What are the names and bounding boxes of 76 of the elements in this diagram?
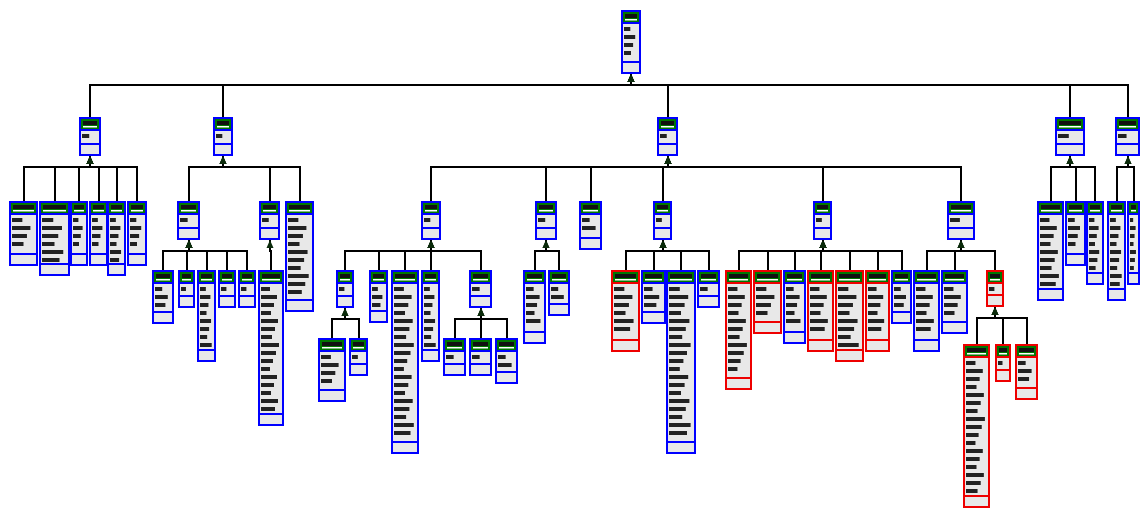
class-box	[421, 201, 441, 240]
generalization-arrow	[341, 307, 360, 339]
class-box	[197, 270, 216, 362]
class-box	[443, 338, 466, 376]
generalization-arrow	[819, 239, 903, 271]
class-box	[753, 270, 782, 334]
class-box	[469, 338, 492, 376]
generalization-arrow	[664, 155, 962, 202]
generalization-arrow	[1124, 155, 1135, 202]
class-box	[653, 201, 672, 240]
class-box	[107, 201, 126, 276]
class-box	[835, 270, 864, 362]
generalization-arrow	[957, 239, 996, 271]
class-box	[421, 270, 440, 362]
class-box	[865, 270, 890, 352]
class-box	[259, 201, 280, 240]
class-box	[548, 270, 570, 316]
class-box	[213, 117, 233, 156]
class-box	[725, 270, 752, 390]
generalization-arrow	[219, 155, 301, 202]
class-box	[469, 270, 492, 308]
class-box	[495, 338, 518, 384]
class-box	[70, 201, 88, 266]
class-box	[1055, 117, 1085, 156]
generalization-arrow	[266, 239, 274, 271]
class-box	[579, 201, 602, 250]
class-box	[1065, 201, 1086, 266]
generalization-arrow	[427, 239, 482, 271]
class-box	[641, 270, 666, 324]
generalization-arrow	[991, 306, 1028, 345]
class-box	[336, 270, 354, 308]
class-box	[697, 270, 720, 308]
class-box	[369, 270, 388, 323]
class-box	[391, 270, 419, 454]
class-box	[127, 201, 147, 266]
class-box	[218, 270, 236, 308]
class-box	[941, 270, 968, 334]
class-box	[1086, 201, 1104, 285]
class-box	[1107, 201, 1126, 301]
generalization-arrow	[1066, 155, 1096, 202]
class-box	[891, 270, 912, 324]
class-box	[258, 270, 284, 426]
class-box	[963, 344, 990, 508]
class-box	[783, 270, 806, 344]
class-box	[177, 201, 200, 240]
class-box	[9, 201, 38, 266]
generalization-arrow	[659, 239, 710, 271]
class-box	[611, 270, 640, 352]
class-box	[807, 270, 834, 352]
class-box	[995, 344, 1011, 382]
class-box	[621, 10, 641, 74]
class-box	[238, 270, 256, 308]
class-box	[1115, 117, 1140, 156]
class-box	[39, 201, 70, 276]
generalization-arrow	[542, 239, 560, 271]
class-box	[349, 338, 368, 376]
class-box	[813, 201, 832, 240]
class-box	[666, 270, 696, 454]
class-box	[657, 117, 678, 156]
class-box	[913, 270, 940, 352]
class-box	[79, 117, 101, 156]
class-box	[1037, 201, 1064, 301]
class-box	[947, 201, 975, 240]
generalization-arrow	[477, 307, 508, 339]
class-box	[178, 270, 195, 308]
generalization-arrow	[86, 155, 138, 202]
class-box	[535, 201, 557, 240]
class-box	[523, 270, 546, 344]
class-box	[152, 270, 174, 324]
class-box	[1015, 344, 1038, 400]
class-box	[285, 201, 314, 312]
generalization-arrow	[185, 239, 248, 271]
class-box	[986, 270, 1004, 307]
class-box	[89, 201, 108, 266]
class-box	[318, 338, 346, 402]
class-box	[1127, 201, 1140, 285]
